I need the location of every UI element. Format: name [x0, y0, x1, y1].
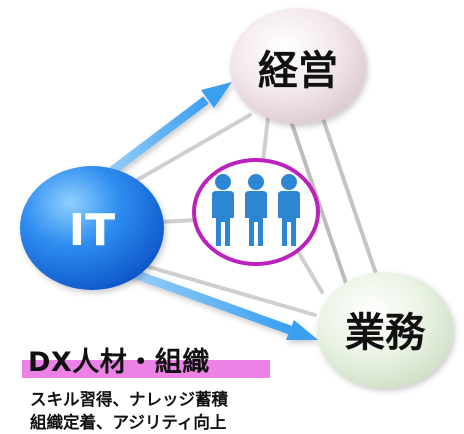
description-line-2: 組織定着、アジリティ向上 [30, 413, 227, 432]
description-line-1: スキル習得、ナレッジ蓄積 [30, 390, 228, 409]
line-center-operations [294, 246, 324, 294]
line-management-operations-inner [288, 116, 352, 297]
line-management-operations [318, 108, 387, 302]
it-node [20, 166, 164, 290]
title-block: DX人材・組織 [22, 340, 270, 380]
line-it-management [118, 113, 252, 192]
it-label: IT [69, 205, 115, 256]
line-it-operations [123, 258, 317, 317]
management-label: 経営 [258, 48, 338, 94]
title-highlight-bar [22, 360, 270, 378]
arrow-it-to-management [97, 82, 232, 184]
operations-label: 業務 [345, 310, 426, 356]
arrow-it-to-operations [116, 263, 318, 340]
operations-node [317, 272, 453, 388]
line-it-center [158, 218, 198, 224]
title: DX人材・組織 [28, 347, 210, 378]
people-group-icon [212, 174, 300, 246]
management-node [230, 8, 366, 124]
